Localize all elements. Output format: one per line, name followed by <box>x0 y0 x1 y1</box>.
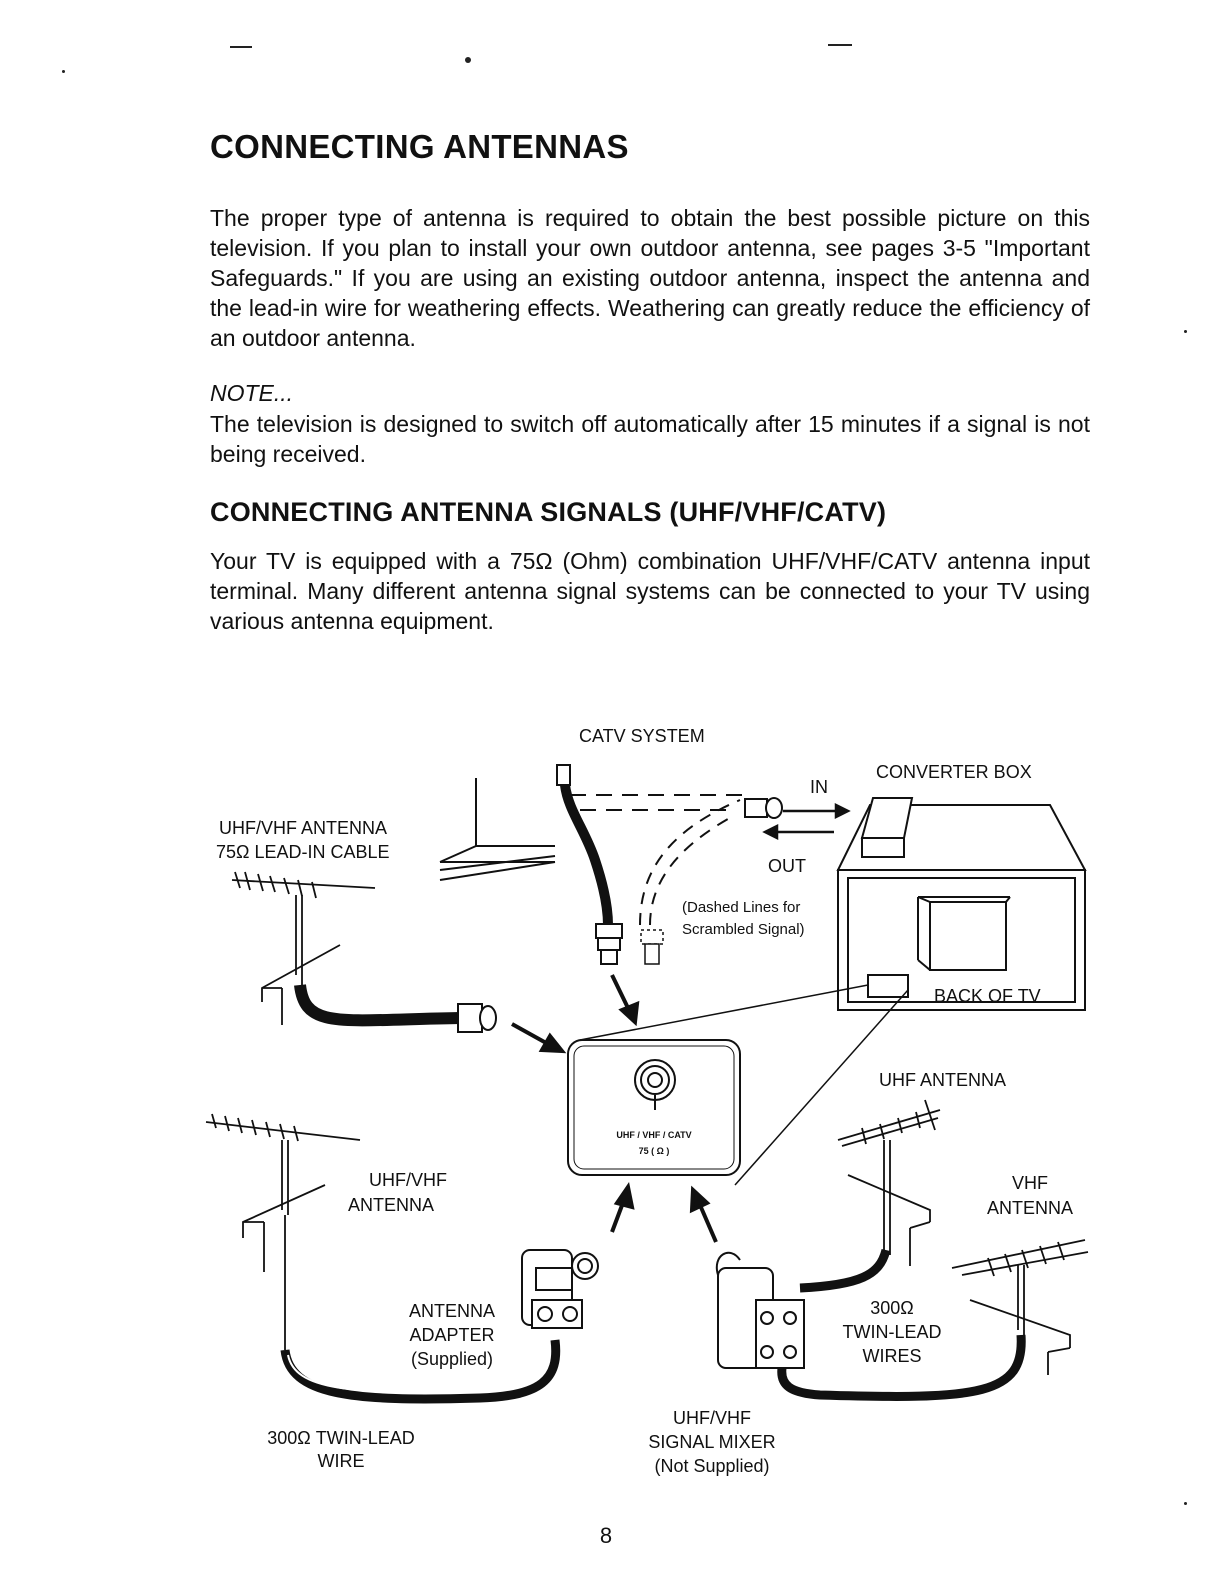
section-heading: CONNECTING ANTENNA SIGNALS (UHF/VHF/CATV… <box>210 497 887 527</box>
vhf-antenna-line1: VHF <box>1012 1173 1048 1193</box>
rooftop-antenna-left-top <box>231 871 376 1025</box>
uhf-vhf-antenna-2-line2: ANTENNA <box>348 1195 434 1215</box>
antenna-input-terminal <box>567 1039 741 1176</box>
adapter-label-line1: ANTENNA <box>409 1301 495 1321</box>
signal-mixer-label-line2: SIGNAL MIXER <box>648 1432 775 1452</box>
page-heading: CONNECTING ANTENNAS <box>210 128 629 165</box>
scan-speck <box>828 44 852 46</box>
catv-system-label: CATV SYSTEM <box>579 726 705 746</box>
uhf-antenna-right <box>837 1099 941 1266</box>
page-number: 8 <box>599 1523 613 1548</box>
twin-lead-wire-left <box>280 1339 561 1404</box>
intro-paragraph: The proper type of antenna is required t… <box>210 205 1090 351</box>
scan-speck <box>1184 1502 1187 1505</box>
catv-outlet <box>556 764 783 965</box>
in-label: IN <box>810 777 828 797</box>
twin-lead-wire-vhf <box>777 1334 1026 1401</box>
twin-lead-wires-line3: WIRES <box>862 1346 921 1366</box>
twin-lead-wires-line2: TWIN-LEAD <box>843 1322 942 1342</box>
signal-mixer-label-line1: UHF/VHF <box>673 1408 751 1428</box>
scan-speck <box>1184 330 1187 333</box>
converter-box-label: CONVERTER BOX <box>876 762 1032 782</box>
cable-connector-left <box>457 1003 497 1033</box>
vhf-antenna-right <box>951 1239 1089 1375</box>
dashed-note-line2: Scrambled Signal) <box>682 921 805 938</box>
scan-speck <box>230 46 252 48</box>
vhf-antenna-line2: ANTENNA <box>987 1198 1073 1218</box>
signal-mixer-label-line3: (Not Supplied) <box>654 1456 769 1476</box>
twin-lead-wire-mixer <box>799 1248 891 1293</box>
antenna-adapter <box>521 1249 599 1329</box>
arrows-to-terminal <box>511 974 718 1243</box>
twin-lead-wires-line1: 300Ω <box>870 1298 914 1318</box>
wall-corner <box>439 778 556 881</box>
terminal-label-line2: 75 ( Ω ) <box>639 1146 670 1156</box>
in-out-arrows <box>762 802 851 841</box>
adapter-label-line3: (Supplied) <box>411 1349 493 1369</box>
dashed-note-line1: (Dashed Lines for <box>682 899 800 916</box>
terminal-label-line1: UHF / VHF / CATV <box>616 1130 691 1140</box>
uhf-antenna-label: UHF ANTENNA <box>879 1070 1006 1090</box>
tv-with-converter <box>579 797 1087 1186</box>
note-paragraph: The television is designed to switch off… <box>210 411 1090 467</box>
rooftop-antenna-left-bottom <box>205 1113 361 1350</box>
twin-lead-wire-label-line1: 300Ω TWIN-LEAD <box>267 1428 415 1448</box>
signals-paragraph: Your TV is equipped with a 75Ω (Ohm) com… <box>210 548 1090 634</box>
signal-mixer <box>715 1251 805 1369</box>
twin-lead-wire-label-line2: WIRE <box>318 1451 365 1471</box>
uhf-vhf-antenna-2-line1: UHF/VHF <box>369 1170 447 1190</box>
note-label: NOTE... <box>210 380 294 406</box>
adapter-label-line2: ADAPTER <box>409 1325 494 1345</box>
scan-speck <box>62 70 65 73</box>
uhf-vhf-antenna-label: UHF/VHF ANTENNA <box>219 818 387 838</box>
lead-in-cable <box>294 984 461 1027</box>
out-label: OUT <box>768 856 806 876</box>
scan-speck <box>465 57 471 63</box>
lead-in-cable-label: 75Ω LEAD-IN CABLE <box>216 842 390 862</box>
back-of-tv-label: BACK OF TV <box>934 986 1041 1006</box>
